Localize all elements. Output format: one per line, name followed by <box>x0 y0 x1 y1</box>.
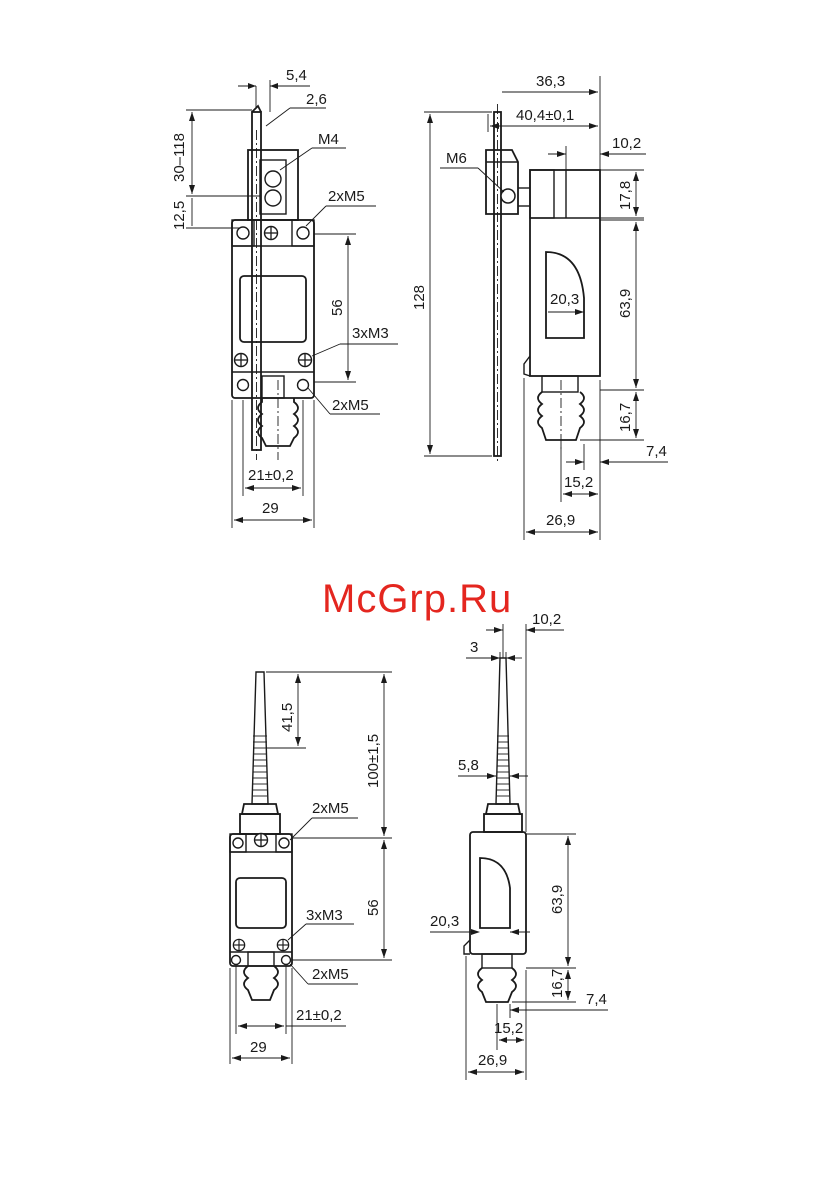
dim-56-2: 56 <box>365 899 382 916</box>
switch-body-side <box>530 170 600 376</box>
dim-26-9-b: 26,9 <box>478 1052 507 1069</box>
dim-5-4: 5,4 <box>286 67 307 84</box>
dim-100: 100±1,5 <box>365 734 382 788</box>
label-m4: M4 <box>318 131 339 148</box>
dim-20-3-b: 20,3 <box>430 913 459 930</box>
dim-17-8: 17,8 <box>617 181 634 210</box>
dim-7-4: 7,4 <box>646 443 667 460</box>
switch-body-side-2 <box>470 832 526 954</box>
dim-26-9: 26,9 <box>546 512 575 529</box>
dim-7-4-b: 7,4 <box>586 991 607 1008</box>
label-3xm3-2: 3xM3 <box>306 907 343 924</box>
dim-3: 3 <box>470 639 478 656</box>
dim-16-7: 16,7 <box>617 403 634 432</box>
dim-63-9-b: 63,9 <box>549 885 566 914</box>
spring-actuator-side <box>496 658 510 804</box>
view-top-front: 5,4 2,6 30–118 12,5 M4 2xM5 56 3xM3 2xM5 <box>171 67 398 528</box>
dim-63-9: 63,9 <box>617 289 634 318</box>
dim-128: 128 <box>411 285 428 310</box>
label-m6: M6 <box>446 150 467 167</box>
cover-window <box>240 276 306 342</box>
dim-21: 21±0,2 <box>248 467 294 484</box>
dim-40-4: 40,4±0,1 <box>516 107 574 124</box>
view-top-side: 36,3 40,4±0,1 10,2 M6 17,8 128 20,3 <box>411 73 668 540</box>
dim-36-3: 36,3 <box>536 73 565 90</box>
label-2xm5-top: 2xM5 <box>328 188 365 205</box>
view-bottom-side: 10,2 3 5,8 63,9 20,3 16,7 7,4 <box>430 611 608 1080</box>
watermark: McGrp.Ru <box>322 577 512 621</box>
dim-10-2-b: 10,2 <box>532 611 561 628</box>
dim-10-2: 10,2 <box>612 135 641 152</box>
dim-29-2: 29 <box>250 1039 267 1056</box>
label-2xm5-bottom: 2xM5 <box>332 397 369 414</box>
dim-29: 29 <box>262 500 279 517</box>
dim-56: 56 <box>329 299 346 316</box>
cover-window-2 <box>236 878 286 928</box>
dim-15-2: 15,2 <box>564 474 593 491</box>
dim-30-118: 30–118 <box>171 133 188 182</box>
view-bottom-front: 41,5 100±1,5 2xM5 56 3xM3 2xM5 21±0,2 29 <box>230 672 392 1064</box>
dim-21-2: 21±0,2 <box>296 1007 342 1024</box>
dim-16-7-b: 16,7 <box>549 969 566 998</box>
label-2xm5-bottom-2: 2xM5 <box>312 966 349 983</box>
label-2xm5-top-2: 2xM5 <box>312 800 349 817</box>
dim-5-8: 5,8 <box>458 757 479 774</box>
label-3xm3: 3xM3 <box>352 325 389 342</box>
dim-15-2-b: 15,2 <box>494 1020 523 1037</box>
dim-2-6: 2,6 <box>306 91 327 108</box>
dim-20-3: 20,3 <box>550 291 579 308</box>
dim-12-5: 12,5 <box>171 201 188 230</box>
dim-41-5: 41,5 <box>279 703 296 732</box>
